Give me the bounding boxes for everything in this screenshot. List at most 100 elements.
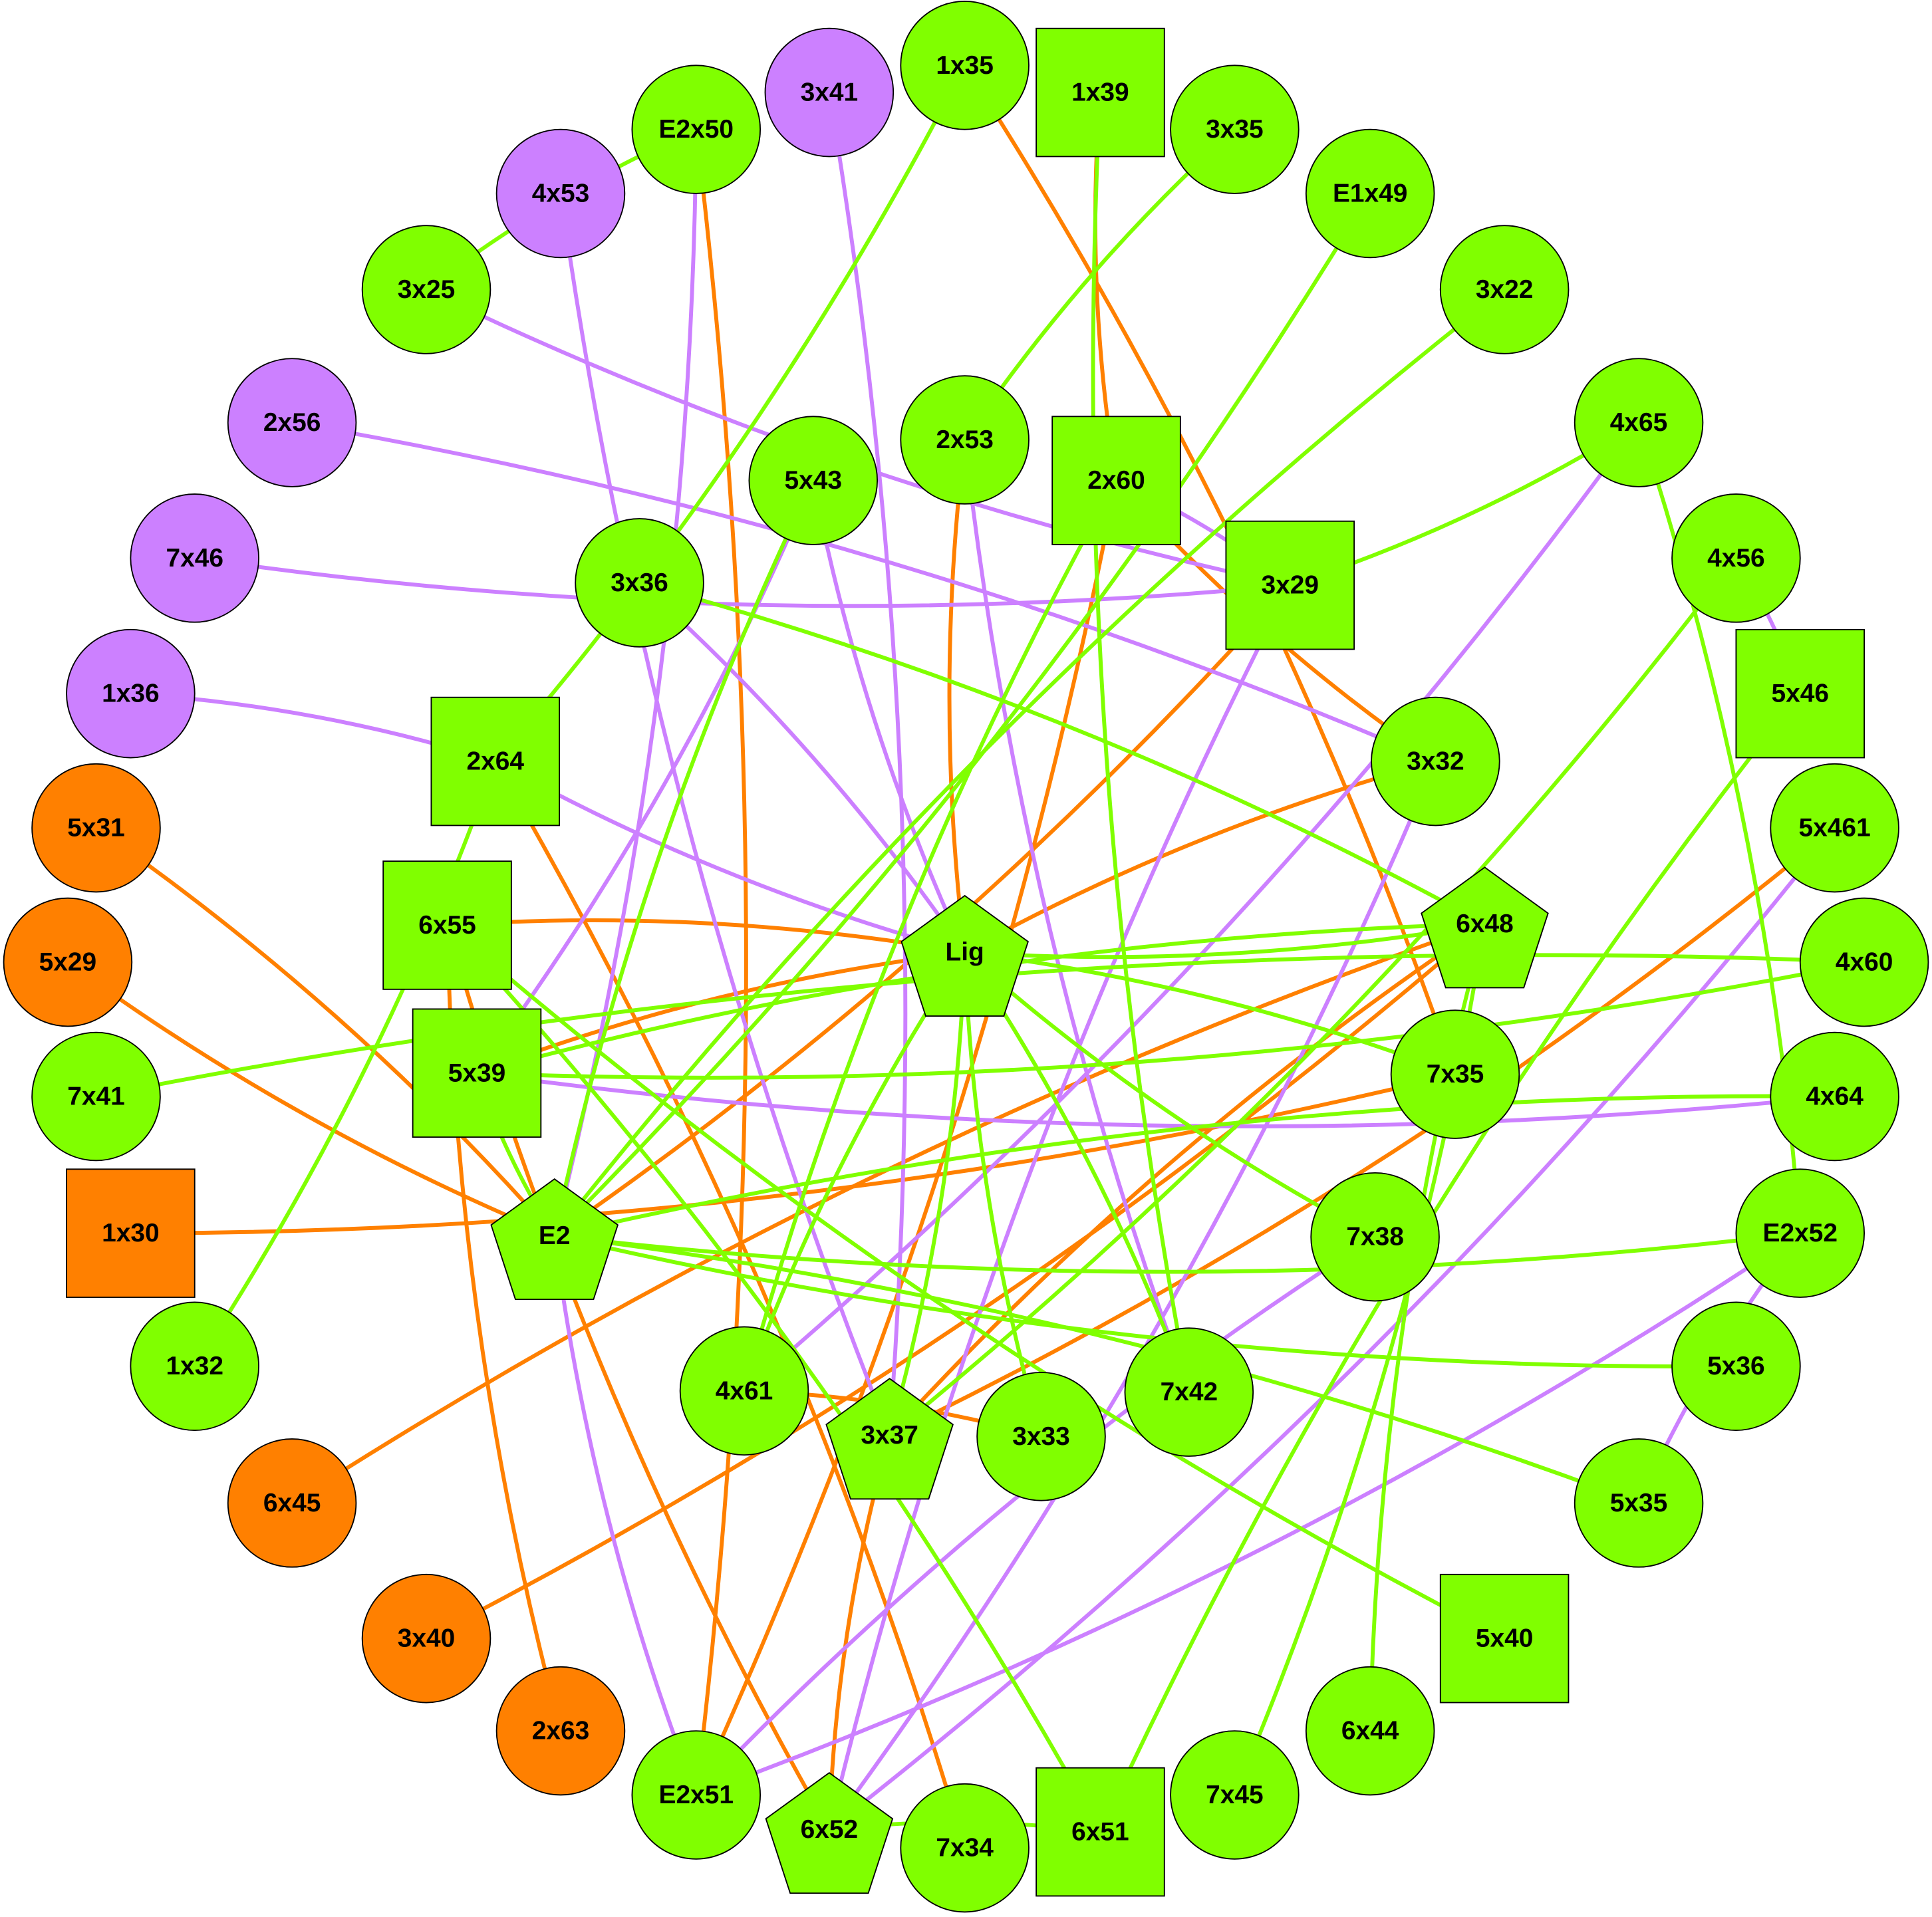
node-4x60[interactable]: 4x60 bbox=[1799, 897, 1929, 1027]
node-E2x51[interactable]: E2x51 bbox=[631, 1730, 761, 1860]
node-7x41[interactable]: 7x41 bbox=[31, 1031, 161, 1162]
node-label: 6x51 bbox=[1071, 1818, 1129, 1847]
node-4x61[interactable]: 4x61 bbox=[679, 1326, 809, 1456]
node-shape-circle bbox=[130, 1301, 259, 1432]
edge-3x36-Lig bbox=[638, 581, 967, 954]
node-3x36[interactable]: 3x36 bbox=[575, 518, 704, 648]
node-6x45[interactable]: 6x45 bbox=[227, 1438, 357, 1568]
node-6x48[interactable]: 6x48 bbox=[1421, 866, 1549, 989]
node-1x32[interactable]: 1x32 bbox=[130, 1301, 259, 1432]
node-label: 6x45 bbox=[263, 1489, 321, 1517]
node-1x36[interactable]: 1x36 bbox=[66, 628, 196, 759]
edge-3x22-E2 bbox=[553, 288, 1506, 1237]
node-1x39[interactable]: 1x39 bbox=[1035, 27, 1165, 158]
edge-5x31-E2 bbox=[94, 826, 556, 1237]
node-E2[interactable]: E2 bbox=[490, 1178, 619, 1301]
node-label: 5x40 bbox=[1476, 1624, 1534, 1653]
node-2x63[interactable]: 2x63 bbox=[495, 1666, 626, 1796]
node-shape-circle bbox=[631, 1730, 761, 1860]
node-E2x52[interactable]: E2x52 bbox=[1735, 1168, 1865, 1298]
node-7x34[interactable]: 7x34 bbox=[900, 1783, 1030, 1913]
node-shape-circle bbox=[679, 1326, 809, 1456]
node-5x36[interactable]: 5x36 bbox=[1671, 1301, 1801, 1432]
node-4x56[interactable]: 4x56 bbox=[1671, 493, 1801, 623]
node-1x30[interactable]: 1x30 bbox=[66, 1168, 196, 1298]
node-6x51[interactable]: 6x51 bbox=[1035, 1767, 1165, 1897]
node-shape-pentagon bbox=[900, 894, 1029, 1017]
node-label: 3x22 bbox=[1476, 275, 1534, 304]
node-label: 3x37 bbox=[861, 1421, 918, 1450]
node-label: 6x55 bbox=[418, 911, 476, 940]
node-shape-circle bbox=[1799, 897, 1929, 1027]
node-shape-square bbox=[1035, 1767, 1165, 1897]
node-6x55[interactable]: 6x55 bbox=[382, 860, 512, 990]
node-5x43[interactable]: 5x43 bbox=[748, 416, 879, 545]
node-4x53[interactable]: 4x53 bbox=[495, 128, 626, 259]
node-label: 7x35 bbox=[1427, 1060, 1484, 1088]
node-label: E2x52 bbox=[1763, 1219, 1838, 1247]
node-7x38[interactable]: 7x38 bbox=[1310, 1172, 1440, 1302]
node-3x35[interactable]: 3x35 bbox=[1170, 64, 1300, 194]
edge-5x461-3x37 bbox=[889, 826, 1836, 1438]
edge-1x35-2x64 bbox=[493, 64, 967, 763]
node-label: 4x53 bbox=[532, 179, 590, 207]
node-5x39[interactable]: 5x39 bbox=[412, 1008, 542, 1138]
node-4x65[interactable]: 4x65 bbox=[1574, 358, 1704, 487]
node-7x35[interactable]: 7x35 bbox=[1390, 1009, 1520, 1139]
node-3x37[interactable]: 3x37 bbox=[825, 1378, 954, 1500]
edge-6x48-3x40 bbox=[425, 922, 1486, 1640]
node-3x29[interactable]: 3x29 bbox=[1225, 520, 1355, 650]
node-3x41[interactable]: 3x41 bbox=[764, 27, 895, 158]
node-E2x50[interactable]: E2x50 bbox=[631, 64, 761, 194]
node-label: 3x41 bbox=[801, 78, 859, 107]
node-shape-circle bbox=[130, 493, 259, 623]
node-5x461[interactable]: 5x461 bbox=[1770, 763, 1899, 893]
edge-E2-5x36 bbox=[554, 1233, 1736, 1369]
node-4x64[interactable]: 4x64 bbox=[1770, 1031, 1899, 1162]
node-label: 3x33 bbox=[1012, 1422, 1070, 1451]
node-label: 4x56 bbox=[1707, 544, 1765, 573]
node-1x35[interactable]: 1x35 bbox=[900, 1, 1030, 130]
node-label: 5x461 bbox=[1799, 814, 1871, 842]
edges-layer bbox=[67, 64, 1865, 1849]
node-label: 3x36 bbox=[611, 569, 668, 597]
node-2x60[interactable]: 2x60 bbox=[1051, 416, 1181, 545]
node-shape-circle bbox=[748, 416, 879, 545]
node-label: E2x50 bbox=[659, 115, 734, 144]
node-3x22[interactable]: 3x22 bbox=[1439, 225, 1570, 354]
node-3x33[interactable]: 3x33 bbox=[976, 1372, 1106, 1501]
node-5x46[interactable]: 5x46 bbox=[1735, 628, 1865, 759]
node-3x40[interactable]: 3x40 bbox=[361, 1573, 491, 1704]
node-5x40[interactable]: 5x40 bbox=[1439, 1573, 1570, 1704]
node-2x64[interactable]: 2x64 bbox=[430, 696, 561, 827]
node-7x45[interactable]: 7x45 bbox=[1170, 1730, 1300, 1860]
node-5x29[interactable]: 5x29 bbox=[3, 897, 133, 1027]
node-7x42[interactable]: 7x42 bbox=[1124, 1327, 1254, 1457]
edge-3x32-6x52 bbox=[827, 760, 1438, 1831]
node-label: 7x38 bbox=[1346, 1223, 1404, 1251]
node-2x56[interactable]: 2x56 bbox=[227, 358, 357, 487]
edge-7x46-3x29 bbox=[194, 556, 1291, 608]
node-shape-circle bbox=[3, 897, 133, 1027]
node-shape-circle bbox=[227, 358, 357, 487]
edge-6x55-5x40 bbox=[446, 924, 1506, 1640]
node-label: 7x45 bbox=[1206, 1781, 1264, 1809]
node-3x25[interactable]: 3x25 bbox=[361, 225, 491, 354]
node-7x46[interactable]: 7x46 bbox=[130, 493, 259, 623]
node-E1x49[interactable]: E1x49 bbox=[1305, 128, 1435, 259]
node-shape-circle bbox=[764, 27, 895, 158]
edge-3x36-6x48 bbox=[638, 580, 1486, 926]
node-6x44[interactable]: 6x44 bbox=[1305, 1666, 1435, 1796]
node-3x32[interactable]: 3x32 bbox=[1371, 696, 1500, 827]
node-6x52[interactable]: 6x52 bbox=[765, 1771, 894, 1894]
node-shape-circle bbox=[495, 1666, 626, 1796]
edge-Lig-7x35 bbox=[964, 950, 1456, 1077]
node-Lig[interactable]: Lig bbox=[900, 894, 1029, 1017]
node-5x31[interactable]: 5x31 bbox=[31, 763, 161, 893]
node-label: 4x60 bbox=[1836, 948, 1893, 977]
node-5x35[interactable]: 5x35 bbox=[1574, 1438, 1704, 1568]
edge-6x48-3x37 bbox=[888, 922, 1486, 1437]
edge-2x53-7x42 bbox=[962, 440, 1191, 1393]
node-2x53[interactable]: 2x53 bbox=[900, 375, 1030, 505]
edge-4x53-3x37 bbox=[559, 193, 892, 1436]
